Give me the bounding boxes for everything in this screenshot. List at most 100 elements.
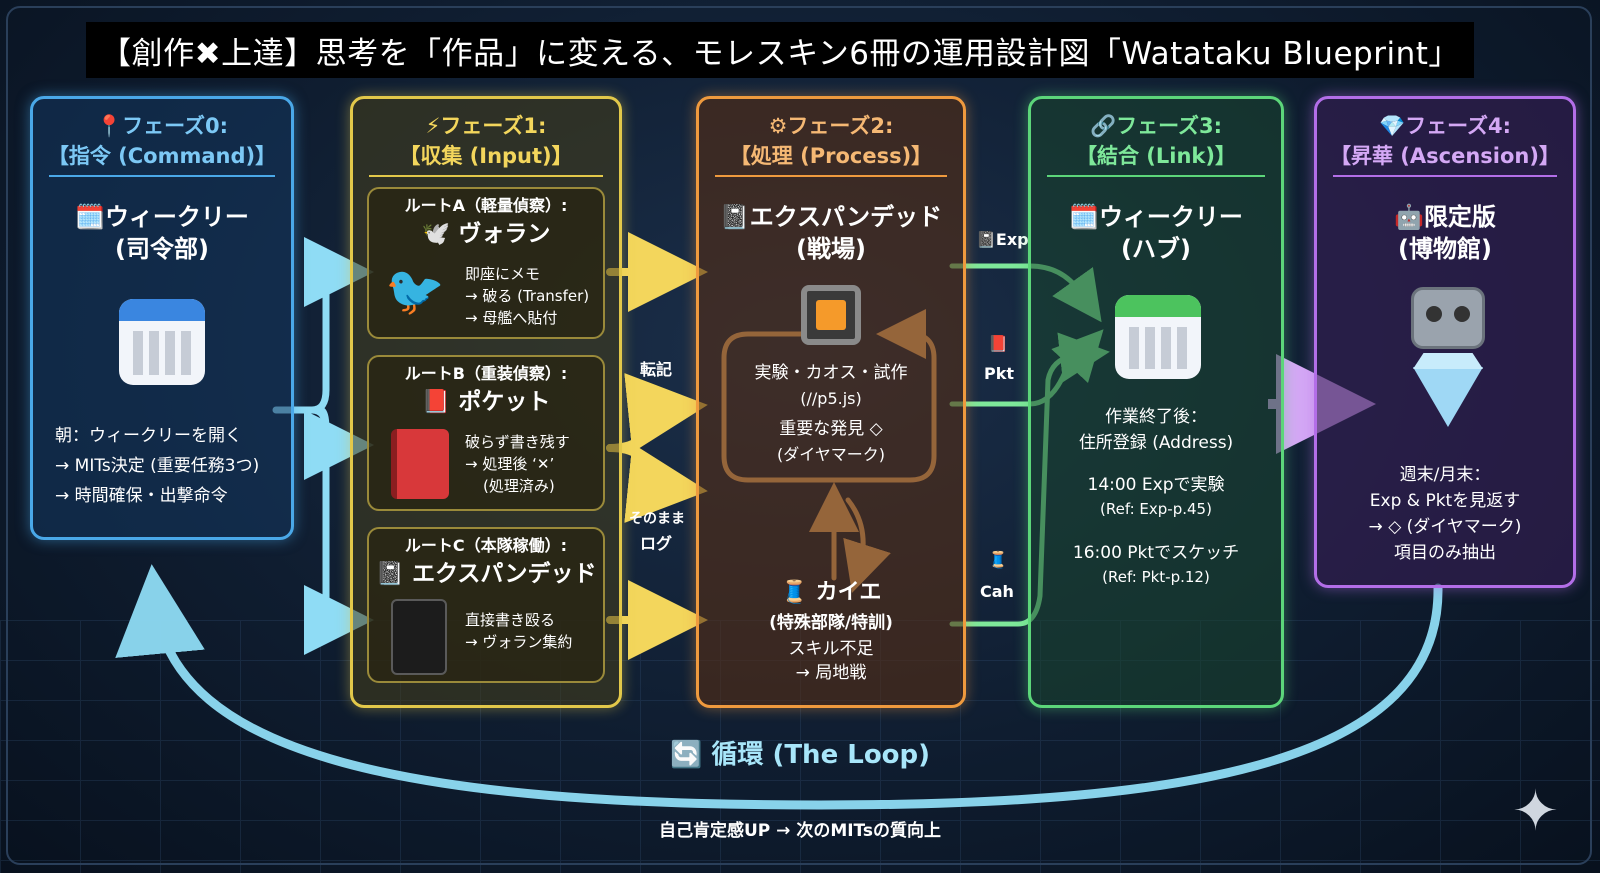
phase-3-notebook: ウィークリー <box>1098 203 1243 231</box>
phase-1-label: ⚡フェーズ1: <box>425 114 547 138</box>
route-a-card: ルートA（軽量偵察）: 🕊️ ヴォラン 🐦 即座にメモ → 破る (Transf… <box>367 187 605 339</box>
phase-2-sub-line: → 局地戦 <box>795 663 867 683</box>
calendar-small-icon: 🗓️ <box>75 203 105 231</box>
route-c-card: ルートC（本隊稼働）: 📓 エクスパンデッド 直接書き殴る → ヴォラン集約 <box>367 527 605 683</box>
phase-3-divider <box>1047 175 1265 177</box>
phase-0-panel: 📍フェーズ0: 【指令 (Command)】 🗓️ウィークリー (司令部) 朝：… <box>30 96 294 540</box>
phase-2-notebook: エクスパンデッド <box>749 203 943 231</box>
loop-arc <box>115 564 1443 810</box>
phase-4-line: Exp & Pktを見返す <box>1369 491 1521 511</box>
route-b-name: ポケット <box>458 389 551 415</box>
as-is-label: そのまま <box>629 511 685 527</box>
phase-4-line: 週末/月末： <box>1399 465 1491 485</box>
calendar-icon <box>119 299 205 385</box>
phase-0-label: 📍フェーズ0: <box>95 114 229 138</box>
red-book-small-icon: 📕 <box>988 334 1008 353</box>
phase-1-subtitle: 【収集 (Input)】 <box>399 144 573 168</box>
phase-2-sub-name: カイエ <box>815 580 882 605</box>
phase-4-line: → ◇ (ダイヤマーク) <box>1368 517 1522 537</box>
phase-3-entry-ref: (Ref: Pkt-p.12) <box>1102 568 1210 586</box>
red-notebook-icon <box>391 429 449 499</box>
route-b-line: (処理済み) <box>483 477 555 495</box>
phase-4-label: 💎フェーズ4: <box>1378 114 1512 138</box>
phase-0-line: → MITs決定 (重要任務3つ) <box>55 456 260 476</box>
phase-2-sub-line: (特殊部隊/特訓) <box>769 613 893 633</box>
phase-4-panel: 💎フェーズ4: 【昇華 (Ascension)】 🤖限定版 (博物館) 週末/月… <box>1314 96 1576 588</box>
phase-3-entry: 14:00 Expで実験 <box>1087 475 1225 495</box>
phase-4-line: 項目のみ抽出 <box>1394 543 1496 563</box>
thread-spool-icon: 🧵 <box>780 580 808 605</box>
log-label: ログ <box>640 534 673 553</box>
route-a-name: ヴォラン <box>458 221 551 247</box>
phase-2-label: ⚙フェーズ2: <box>768 114 894 138</box>
phase-3-entry: 16:00 Pktでスケッチ <box>1072 543 1240 563</box>
route-c-line: 直接書き殴る <box>465 611 556 629</box>
phase-1-divider <box>369 175 603 177</box>
phase-0-notebook: ウィークリー <box>104 203 249 231</box>
route-b-title: ルートB（重装偵察）: <box>404 364 568 383</box>
cah-connector-label: Cah <box>980 582 1014 601</box>
thread-spool-icon: 🧵 <box>988 550 1008 569</box>
phase-3-label: 🔗フェーズ3: <box>1089 114 1223 138</box>
phase-1-panel: ⚡フェーズ1: 【収集 (Input)】 ルートA（軽量偵察）: 🕊️ ヴォラン… <box>350 96 622 708</box>
calendar-icon <box>1115 295 1201 379</box>
route-a-line: → 母艦へ貼付 <box>465 309 558 327</box>
route-c-title: ルートC（本隊稼働）: <box>404 536 568 555</box>
phase-0-notes: 朝：ウィークリーを開く → MITs決定 (重要任務3つ) → 時間確保・出撃命… <box>55 421 259 511</box>
phase-3-entry-ref: (Ref: Exp-p.45) <box>1100 500 1212 518</box>
phase-3-line: 住所登録 (Address) <box>1078 433 1234 453</box>
page-title: 【創作✖上達】思考を「作品」に変える、モレスキン6冊の運用設計図「Watatak… <box>100 35 1460 72</box>
phase-3-panel: 🔗フェーズ3: 【結合 (Link)】 🗓️ウィークリー (ハブ) 作業終了後：… <box>1028 96 1284 708</box>
black-notebook-icon <box>391 599 447 675</box>
command-branch-arrows <box>272 237 374 655</box>
route-a-line: 即座にメモ <box>465 265 541 283</box>
notebook-small-icon: 📓 <box>719 203 750 231</box>
pkt-connector-label: Pkt <box>984 364 1015 383</box>
loop-title: 🔄 循環 (The Loop) <box>0 734 1600 771</box>
route-a-title: ルートA（軽量偵察）: <box>404 196 568 215</box>
phase-2-role: (戦場) <box>796 235 866 263</box>
phase-3-role: (ハブ) <box>1121 235 1191 263</box>
robot-small-icon: 🤖 <box>1394 203 1424 231</box>
route-a-line: → 破る (Transfer) <box>465 287 590 305</box>
title-bar: 【創作✖上達】思考を「作品」に変える、モレスキン6冊の運用設計図「Watatak… <box>86 22 1474 78</box>
phase-2-divider <box>715 175 947 177</box>
phase-2-line: (ダイヤマーク) <box>776 445 885 464</box>
route-b-line: → 処理後 ‘✕’ <box>465 455 555 473</box>
phase-0-subtitle: 【指令 (Command)】 <box>47 144 277 168</box>
phase-3-line: 作業終了後： <box>1105 407 1207 427</box>
route-c-name: エクスパンデッド <box>412 561 597 587</box>
sparkle-icon: ✦ <box>1512 779 1559 844</box>
exp-connector-label: 📓Exp <box>976 230 1029 249</box>
phase-0-role: (司令部) <box>115 235 209 263</box>
phase-2-subtitle: 【処理 (Process)】 <box>729 144 933 168</box>
route-c-line: → ヴォラン集約 <box>465 633 573 651</box>
outer-frame <box>6 6 1592 865</box>
bird-notepad-icon: 🐦 <box>385 263 445 319</box>
phase-2-line: (//p5.js) <box>800 389 862 408</box>
route-b-card: ルートB（重装偵察）: 📕 ポケット 破らず書き残す → 処理後 ‘✕’ (処理… <box>367 355 605 511</box>
phase-2-sub-line: スキル不足 <box>788 639 874 659</box>
red-book-small-icon: 📕 <box>421 389 451 415</box>
loop-label: 循環 (The Loop) <box>711 740 931 770</box>
black-book-small-icon: 📓 <box>976 230 996 249</box>
phase-0-line: → 時間確保・出撃命令 <box>55 486 228 506</box>
transfer-label: 転記 <box>640 360 673 379</box>
phase-0-line: 朝：ウィークリーを開く <box>55 426 242 446</box>
calendar-small-icon: 🗓️ <box>1069 203 1099 231</box>
phase-4-subtitle: 【昇華 (Ascension)】 <box>1330 144 1560 168</box>
phase-4-notebook: 限定版 <box>1423 203 1496 231</box>
refresh-icon: 🔄 <box>669 740 703 770</box>
phase-3-subtitle: 【結合 (Link)】 <box>1075 144 1236 168</box>
phase-4-role: (博物館) <box>1398 235 1492 263</box>
phase-0-divider <box>49 175 275 177</box>
phase-2-line: 実験・カオス・試作 <box>754 363 908 383</box>
phase-2-panel: ⚙フェーズ2: 【処理 (Process)】 📓エクスパンデッド (戦場) 実験… <box>696 96 966 708</box>
bird-small-icon: 🕊️ <box>421 221 451 247</box>
route-b-line: 破らず書き残す <box>465 433 570 451</box>
chip-icon <box>801 285 861 345</box>
loop-caption: 自己肯定感UP → 次のMITsの質向上 <box>658 821 942 841</box>
phase-2-line: 重要な発見 ◇ <box>779 419 883 439</box>
robot-diamond-icon <box>1393 287 1503 437</box>
phase-4-divider <box>1333 175 1557 177</box>
